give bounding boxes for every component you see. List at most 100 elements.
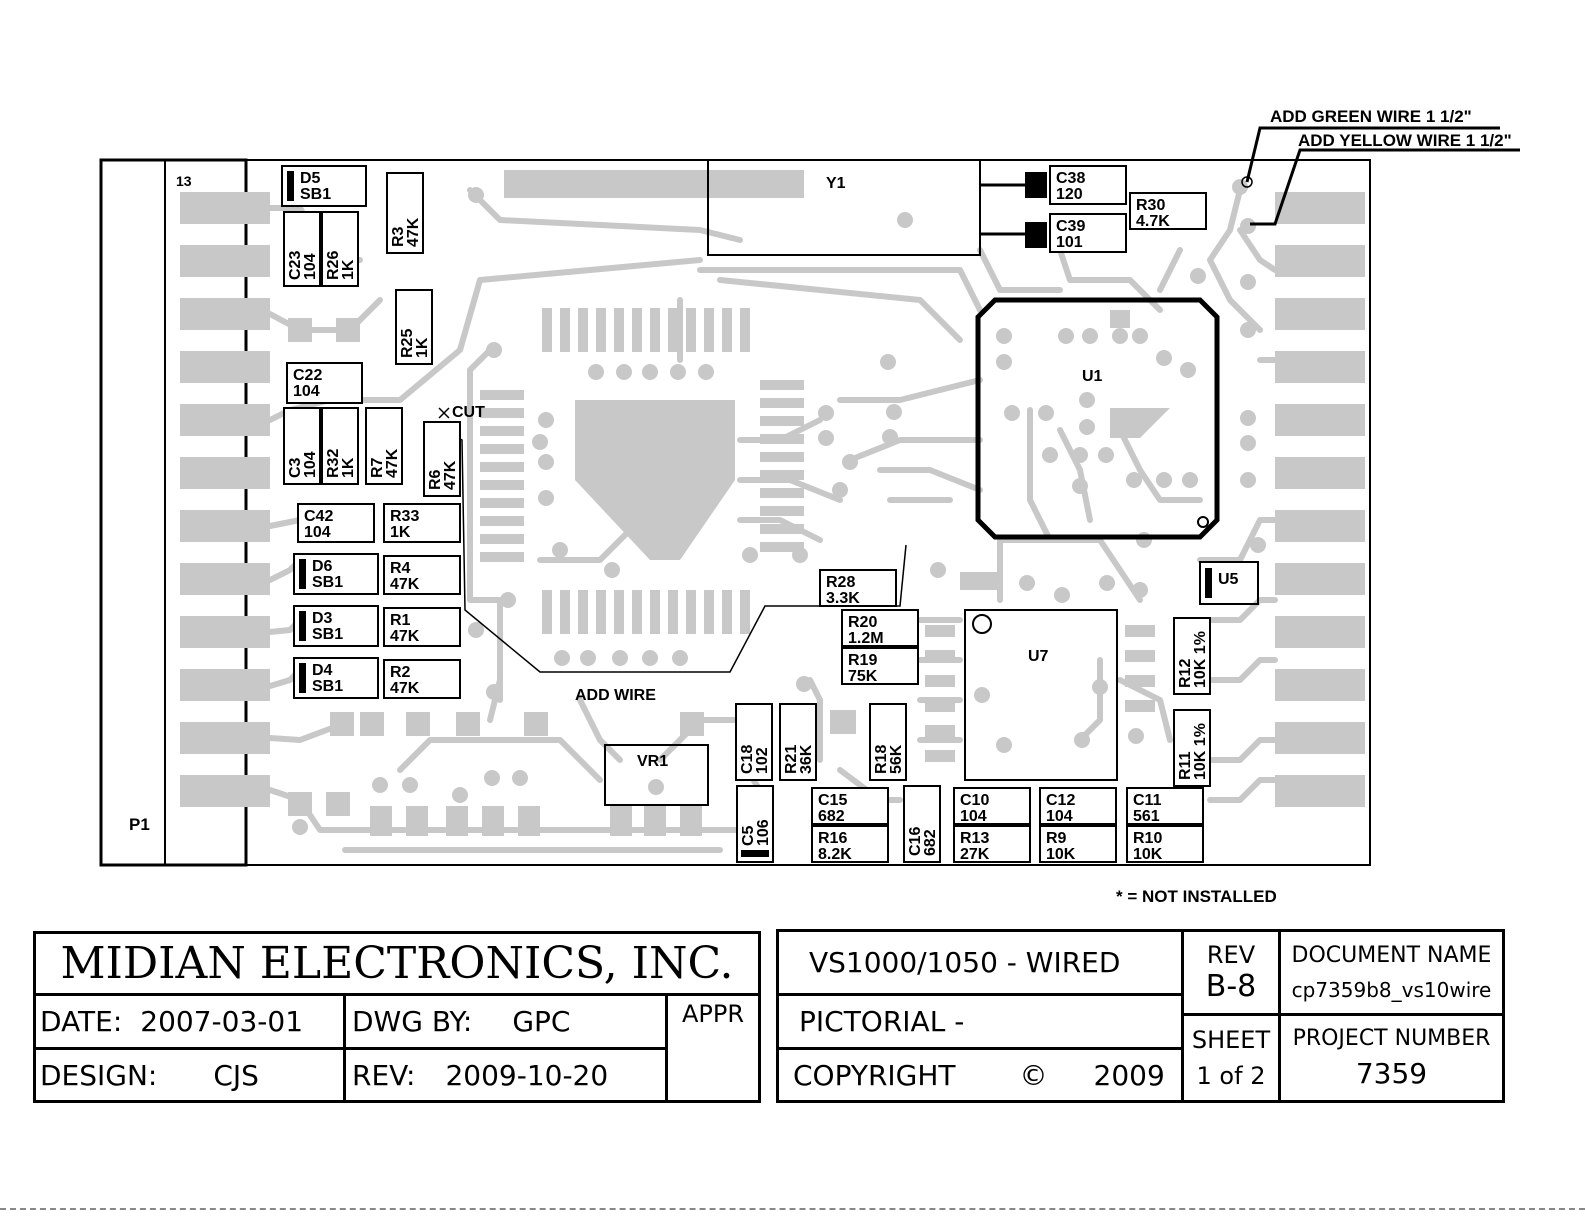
component-ref: R2 bbox=[390, 664, 411, 681]
component-ref: R9 bbox=[1046, 830, 1067, 847]
component-ref: R26 bbox=[325, 251, 342, 280]
component-value: 104 bbox=[960, 808, 987, 825]
component-ref: R32 bbox=[325, 449, 342, 478]
component-outline bbox=[383, 503, 461, 543]
component-outline bbox=[1049, 213, 1127, 253]
component-value: 104 bbox=[302, 253, 319, 280]
component-outline bbox=[293, 553, 379, 595]
component-value: 47K bbox=[390, 628, 420, 645]
connector-p1-label: P1 bbox=[129, 815, 150, 834]
component-ref: R21 bbox=[783, 745, 800, 774]
component-ref: C18 bbox=[739, 745, 756, 774]
component-outline bbox=[383, 607, 461, 647]
component-value: 3.3K bbox=[826, 590, 860, 607]
component-outline bbox=[386, 172, 424, 254]
component-ref: C22 bbox=[293, 367, 322, 384]
component-outline bbox=[281, 165, 367, 207]
u7-ic: U7 bbox=[964, 609, 1118, 781]
title-block-left: MIDIAN ELECTRONICS, INC. DATE: 2007-03-0… bbox=[33, 931, 761, 1103]
component-outline bbox=[736, 785, 774, 863]
component-outline bbox=[779, 703, 817, 781]
component-outline bbox=[293, 605, 379, 647]
component-ref: R25 bbox=[399, 329, 416, 358]
component-value: 104 bbox=[302, 451, 319, 478]
component-value: SB1 bbox=[312, 574, 343, 591]
component-ref: R10 bbox=[1133, 830, 1162, 847]
component-ref: D3 bbox=[312, 610, 333, 627]
component-outline bbox=[953, 825, 1031, 863]
design-value: CJS bbox=[213, 1058, 259, 1092]
component-outline bbox=[1173, 617, 1211, 695]
drawing-subtitle: PICTORIAL - bbox=[779, 996, 1184, 1050]
appr-label: APPR bbox=[681, 1000, 745, 1028]
component-ref: D5 bbox=[300, 170, 321, 187]
appr-cell: APPR bbox=[668, 996, 758, 1100]
left-edge-pads bbox=[180, 192, 270, 807]
component-ref: R3 bbox=[390, 226, 407, 247]
component-value: 10K 1% bbox=[1192, 631, 1209, 688]
component-value: 101 bbox=[1056, 234, 1083, 251]
component-value: 1K bbox=[390, 524, 411, 541]
component-ref: D6 bbox=[312, 558, 333, 575]
component-value: SB1 bbox=[312, 626, 343, 643]
component-value: 682 bbox=[818, 808, 845, 825]
u7-pads bbox=[925, 625, 1155, 762]
title-block-right: VS1000/1050 - WIRED PICTORIAL - COPYRIGH… bbox=[776, 929, 1505, 1103]
component-value: 36K bbox=[798, 744, 815, 774]
date-cell: DATE: 2007-03-01 bbox=[36, 996, 346, 1050]
sheet-cell: SHEET 1 of 2 bbox=[1184, 1016, 1281, 1100]
component-ref: C11 bbox=[1133, 792, 1162, 809]
component-ref: R11 bbox=[1177, 751, 1194, 780]
component-value: 47K bbox=[384, 448, 401, 478]
sheet-header: SHEET bbox=[1191, 1026, 1271, 1054]
component-outline bbox=[1049, 165, 1127, 205]
date-label: DATE: bbox=[40, 1005, 123, 1038]
component-outline bbox=[1126, 825, 1204, 863]
component-outline bbox=[811, 825, 889, 863]
component-ref: R18 bbox=[873, 745, 890, 774]
component-value: 10K bbox=[1133, 846, 1163, 863]
date-value: 2007-03-01 bbox=[140, 1005, 304, 1038]
component-ref: C23 bbox=[287, 251, 304, 280]
component-ref: R33 bbox=[390, 508, 419, 525]
component-ref: C16 bbox=[907, 827, 924, 856]
component-ref: D4 bbox=[312, 662, 333, 679]
green-wire-note: ADD GREEN WIRE 1 1/2" bbox=[1270, 107, 1472, 126]
green-wire-line bbox=[1245, 126, 1500, 183]
component-outline bbox=[321, 211, 359, 287]
vr1-label: VR1 bbox=[637, 753, 668, 770]
component-ref: C10 bbox=[960, 792, 989, 809]
rev-date-value: 2009-10-20 bbox=[445, 1058, 609, 1092]
component-value: 120 bbox=[1056, 186, 1083, 203]
component-ref: R4 bbox=[390, 560, 411, 577]
y1-label: Y1 bbox=[826, 175, 846, 192]
add-wire-note: ADD WIRE bbox=[575, 687, 656, 704]
polarity-bar bbox=[299, 663, 306, 693]
rev-cell: REV B-8 bbox=[1184, 932, 1281, 1016]
component-value: SB1 bbox=[300, 186, 331, 203]
component-outline bbox=[869, 703, 907, 781]
component-value: 47K bbox=[442, 460, 459, 490]
component-ref: R30 bbox=[1136, 197, 1165, 214]
design-label: DESIGN: bbox=[40, 1058, 158, 1092]
copyright-icon: © bbox=[1019, 1058, 1048, 1092]
rev-label: REV: bbox=[352, 1058, 416, 1092]
component-ref: R20 bbox=[848, 614, 877, 631]
component-value: 10K bbox=[1046, 846, 1076, 863]
component-value: 56K bbox=[888, 744, 905, 774]
